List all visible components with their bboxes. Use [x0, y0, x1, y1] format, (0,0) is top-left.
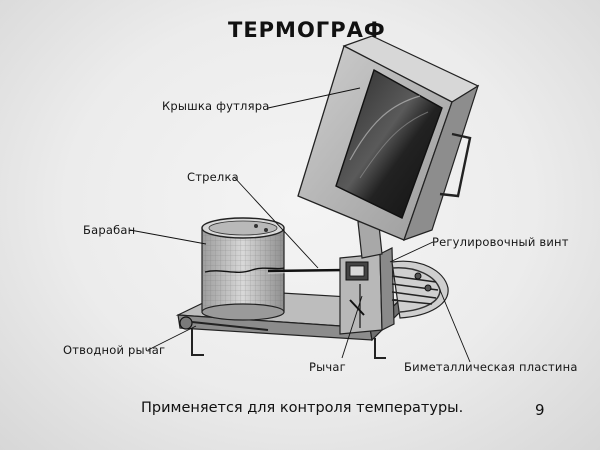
- slide-caption: Применяется для контроля температуры.: [141, 400, 464, 416]
- label-lid: Крышка футляра: [162, 99, 270, 113]
- leader-lines: [129, 87, 471, 363]
- label-drum: Барабан: [83, 223, 136, 237]
- drum: [201, 217, 285, 321]
- label-adjust-screw: Регулировочный винт: [432, 235, 569, 249]
- slide-title: ТЕРМОГРАФ: [228, 18, 386, 42]
- bimetal-housing: [391, 260, 449, 319]
- mechanism: [339, 215, 395, 335]
- label-release-lever: Отводной рычаг: [63, 343, 166, 357]
- case-lid: [297, 35, 480, 241]
- label-lever: Рычаг: [309, 360, 346, 374]
- page-number: 9: [535, 401, 545, 419]
- label-bimetal-plate: Биметаллическая пластина: [404, 360, 578, 374]
- release-lever-knob: [179, 316, 193, 330]
- pointer-arm: [267, 268, 347, 274]
- label-pointer: Стрелка: [187, 170, 239, 184]
